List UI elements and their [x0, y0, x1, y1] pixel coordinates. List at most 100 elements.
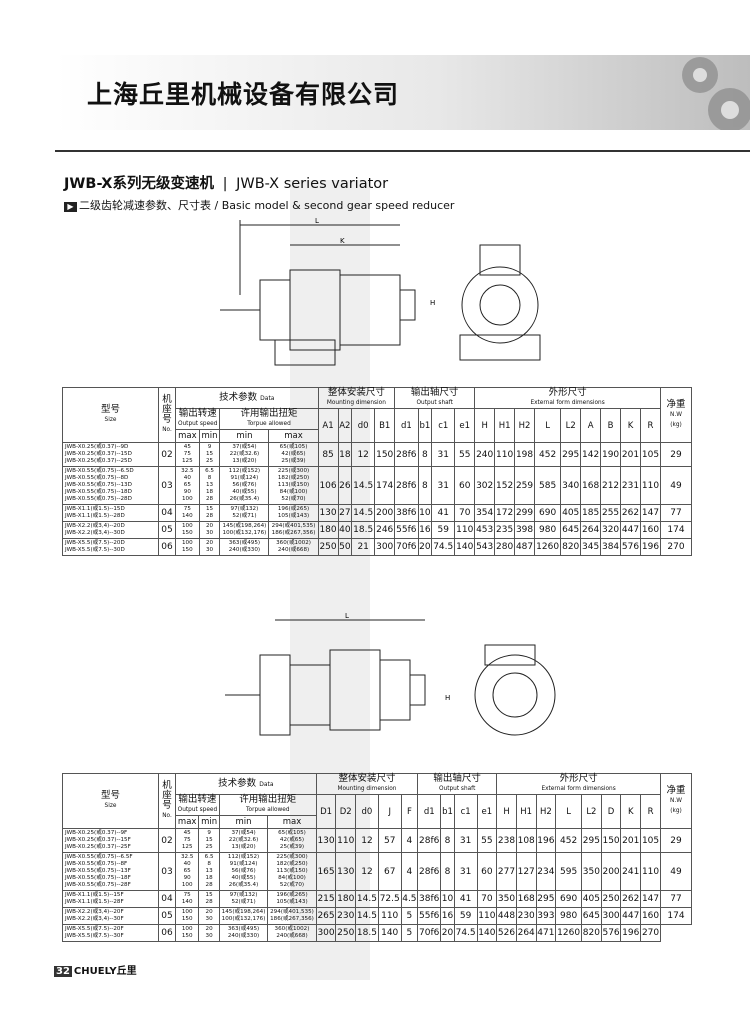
col-dim: A1	[317, 408, 339, 443]
table-cell: 110	[454, 521, 476, 539]
table-cell: 196(或265)105(或143)	[267, 890, 317, 908]
table-cell: 60	[454, 466, 476, 505]
table-cell: 21	[351, 538, 376, 556]
table-cell: 295	[535, 890, 557, 908]
section-title-cn: JWB-X系列无级变速机	[64, 176, 214, 192]
table-cell: 447	[620, 907, 642, 925]
col-dim: e1	[454, 408, 476, 443]
col-dim: R	[639, 408, 662, 443]
table-cell: 28f6	[394, 442, 419, 467]
table-cell: 112(或152)91(或124)56(或76)40(或55)26(或35.4)	[218, 852, 269, 891]
table-cell: 5	[400, 924, 419, 942]
table-cell: 241	[620, 852, 642, 891]
table-cell: 04	[158, 890, 176, 908]
table-cell: 363(或495)240(或330)	[218, 924, 269, 942]
table-cell: 70f6	[417, 924, 442, 942]
table-cell: 295	[581, 828, 602, 853]
table-cell: 110	[335, 828, 357, 853]
table-cell: 142	[580, 442, 602, 467]
table-cell: 820	[581, 924, 602, 942]
col-dim: e1	[476, 794, 498, 829]
col-dim: b1	[440, 794, 455, 829]
table-cell: 198	[514, 442, 536, 467]
dim-label-K: K	[340, 237, 345, 245]
table-cell: 14.5	[355, 890, 379, 908]
table-cell: 168	[580, 466, 602, 505]
table-cell: 38f6	[394, 504, 419, 522]
table-cell: 250	[335, 924, 357, 942]
table-cell: 225(或300)182(或250)113(或150)84(或100)52(或7…	[268, 466, 319, 505]
table-cell: 74.5	[453, 924, 478, 942]
table-cell: 112(或152)91(或124)56(或76)40(或55)26(或35.4)	[219, 466, 270, 505]
col-dim: A	[580, 408, 602, 443]
table-cell: 18	[337, 442, 353, 467]
col-dim: H	[474, 408, 496, 443]
table-cell: 543	[474, 538, 496, 556]
table-cell: 270	[640, 924, 661, 942]
table-cell: 147	[639, 504, 662, 522]
table-cell: 645	[581, 907, 602, 925]
arrow-marker-icon: ▶	[64, 202, 77, 212]
table-cell: 345	[580, 538, 602, 556]
table-cell: 20	[440, 924, 455, 942]
table-cell: 14.5	[355, 907, 379, 925]
table-cell: 12	[351, 442, 376, 467]
col-dim: d0	[351, 408, 376, 443]
table-cell: 180	[335, 890, 357, 908]
table-cell: 20	[417, 538, 433, 556]
col-dim: F	[400, 794, 419, 829]
table-cell: 1260	[555, 924, 583, 942]
header-banner: 上海丘里机械设备有限公司	[55, 55, 750, 130]
table-cell: 5	[400, 907, 419, 925]
table-cell: 127	[515, 852, 537, 891]
table-cell: 05	[158, 521, 176, 539]
table-cell: 59	[453, 907, 478, 925]
table-cell: 360(或1002)240(或668)	[268, 538, 319, 556]
table-cell: 4.5	[400, 890, 419, 908]
table-cell: 212	[600, 466, 622, 505]
table-cell: 294(或401,535)186(或267,356)	[267, 907, 317, 925]
drawing-flange-mounted: L H	[225, 612, 556, 736]
table-cell: 300	[374, 538, 396, 556]
table-cell: 12	[355, 828, 379, 853]
table-cell: 72.5	[377, 890, 402, 908]
table-cell: 405	[560, 504, 582, 522]
table-cell: 29	[660, 442, 692, 467]
table-cell: 240	[474, 442, 496, 467]
dim-label-H: H	[430, 299, 435, 307]
table-cell: 8	[417, 466, 433, 505]
table-cell: 38f6	[417, 890, 442, 908]
table-cell: 526	[496, 924, 517, 942]
col-dim: d1	[394, 408, 419, 443]
table-cell: 172	[494, 504, 516, 522]
col-dim: c1	[453, 794, 478, 829]
table-cell: 295	[560, 442, 582, 467]
table-cell: 180	[317, 521, 339, 539]
table-cell: 165	[315, 852, 337, 891]
col-tech: 技术参数 Data	[175, 387, 319, 409]
col-dim: A2	[337, 408, 353, 443]
table-cell: 55f6	[417, 907, 442, 925]
table-cell: 28f6	[417, 852, 442, 891]
table-cell: 487	[514, 538, 536, 556]
col-dim: L2	[560, 408, 582, 443]
table-cell: 140	[476, 924, 498, 942]
col-dim: B	[600, 408, 622, 443]
